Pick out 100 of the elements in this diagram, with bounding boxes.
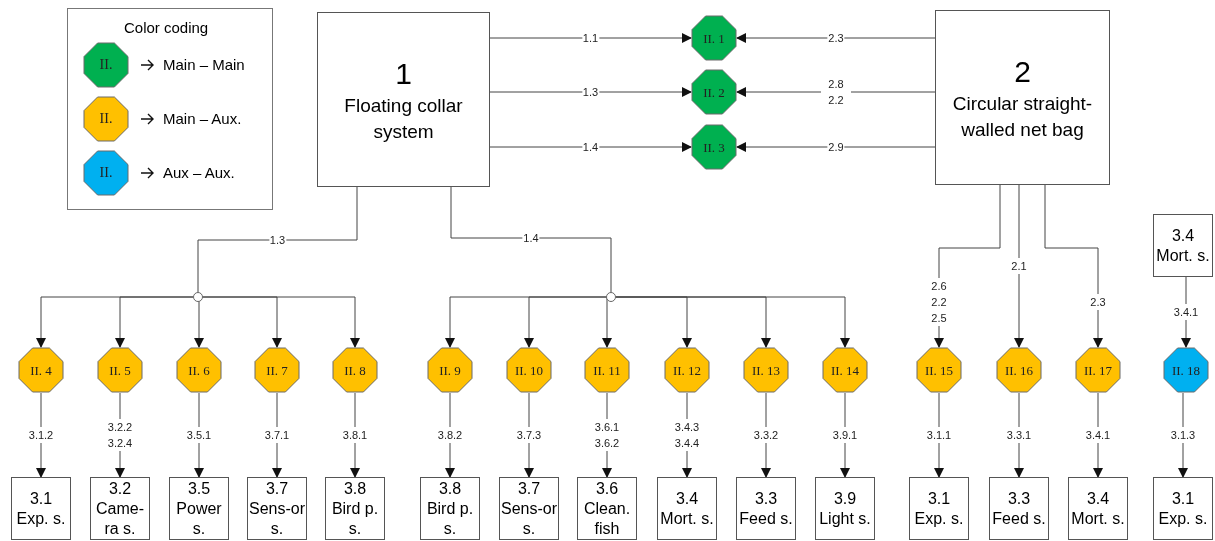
octagon-node	[97, 347, 143, 393]
subsystem-number: 3.3	[754, 488, 778, 509]
edge-label: 2.3	[1089, 293, 1107, 310]
octagon-node	[691, 124, 737, 170]
octagon-node	[18, 347, 64, 393]
node-label: II. 11	[593, 362, 621, 378]
subsystem-number: 3.5	[187, 478, 211, 499]
octagon-node	[1075, 347, 1121, 393]
node-label: II. 6	[188, 362, 210, 378]
subsystem-number: 3.4	[675, 488, 699, 509]
legend-title: Color coding	[124, 18, 209, 38]
node-label: II. 4	[30, 362, 52, 378]
edge-label: 3.4.3 3.4.4	[672, 419, 702, 451]
subsystem-box	[247, 477, 307, 540]
subsystem-name: Sens-or s.	[248, 498, 306, 539]
node-label: II. 8	[344, 362, 366, 378]
connector-arrow	[489, 87, 692, 97]
subsystem-box	[499, 477, 559, 540]
legend-text: Main – Aux.	[163, 108, 242, 129]
node-label: II. 3	[703, 139, 725, 155]
octagon-node	[584, 347, 630, 393]
octagon-node	[916, 347, 962, 393]
octagon-node	[506, 347, 552, 393]
edge-label: 3.3.2	[752, 427, 780, 443]
component-number: 2	[1014, 53, 1031, 90]
node-label: II. 16	[1004, 362, 1034, 378]
connector-arrow	[615, 296, 850, 348]
subsystem-box	[1153, 214, 1213, 277]
subsystem-name: Mort. s.	[1156, 245, 1210, 266]
octagon-node	[1163, 347, 1209, 393]
edge-label: 3.9.1	[831, 427, 859, 443]
connector-arrow	[489, 142, 692, 152]
octagon-node	[427, 347, 473, 393]
subsystem-box	[989, 477, 1049, 540]
connector-arrow	[736, 33, 936, 43]
subsystem-box	[1153, 477, 1213, 540]
connector-arrow	[736, 142, 936, 152]
subsystem-number: 3.1	[927, 488, 951, 509]
edge-label: 3.2.2 3.2.4	[105, 419, 135, 451]
octagon-node	[691, 69, 737, 115]
subsystem-name: Exp. s.	[914, 508, 964, 529]
subsystem-number: 3.1	[29, 488, 53, 509]
node-label: II. 12	[672, 362, 702, 378]
subsystem-number: 3.7	[517, 478, 541, 499]
node-label: II. 2	[703, 84, 725, 100]
legend-text: Main – Main	[163, 54, 245, 75]
swatch-label: II.	[99, 111, 113, 127]
subsystem-number: 3.1	[1171, 488, 1195, 509]
edge-label: 3.7.1	[263, 427, 291, 443]
edge-label: 3.7.3	[515, 427, 543, 443]
octagon-node	[996, 347, 1042, 393]
subsystem-number: 3.9	[833, 488, 857, 509]
connector-arrow	[524, 296, 607, 348]
swatch-label: II.	[99, 165, 113, 181]
node-label: II. 7	[266, 362, 288, 378]
legend-text: Aux – Aux.	[163, 162, 235, 183]
node-label: II. 1	[703, 30, 725, 46]
octagon-node	[743, 347, 789, 393]
subsystem-name: Mort. s.	[660, 508, 714, 529]
octagon-node	[176, 347, 222, 393]
subsystem-number: 3.8	[343, 478, 367, 499]
component-number: 1	[395, 55, 412, 92]
component-box	[317, 12, 490, 187]
octagon-node	[691, 15, 737, 61]
subsystem-name: Exp. s.	[16, 508, 66, 529]
node-label: II. 15	[924, 362, 954, 378]
connector-arrow	[115, 296, 194, 348]
connector-arrow	[1044, 184, 1103, 348]
connector-arrow	[202, 296, 360, 348]
edge-label: 3.1.1	[925, 427, 953, 443]
edge-label: 3.5.1	[185, 427, 213, 443]
octagon-node	[254, 347, 300, 393]
subsystem-name: Exp. s.	[1158, 508, 1208, 529]
subsystem-name: Bird p. s.	[330, 498, 380, 539]
node-label: II. 18	[1171, 362, 1201, 378]
subsystem-box	[1068, 477, 1128, 540]
subsystem-name: Bird p. s.	[425, 498, 475, 539]
subsystem-box	[657, 477, 717, 540]
edge-label: 3.1.3	[1169, 427, 1197, 443]
subsystem-name: Came-ra s.	[95, 498, 145, 539]
node-label: II. 10	[514, 362, 544, 378]
node-label: II. 17	[1083, 362, 1113, 378]
subsystem-number: 3.2	[108, 478, 132, 499]
subsystem-number: 3.4	[1171, 225, 1195, 246]
subsystem-number: 3.3	[1007, 488, 1031, 509]
octagon-node	[664, 347, 710, 393]
edge-label: 3.1.2	[27, 427, 55, 443]
subsystem-number: 3.7	[265, 478, 289, 499]
node-label: II. 13	[751, 362, 781, 378]
edge-label: 3.8.2	[436, 427, 464, 443]
octagon-node	[822, 347, 868, 393]
subsystem-name: Light s.	[819, 508, 871, 529]
subsystem-name: Clean. fish	[582, 498, 632, 539]
edge-label: 2.1	[1010, 258, 1028, 274]
subsystem-name: Mort. s.	[1071, 508, 1125, 529]
subsystem-number: 3.8	[438, 478, 462, 499]
node-label: II. 14	[830, 362, 860, 378]
connector-arrow	[489, 33, 692, 43]
edge-label: 3.6.1 3.6.2	[592, 419, 622, 451]
subsystem-number: 3.6	[595, 478, 619, 499]
